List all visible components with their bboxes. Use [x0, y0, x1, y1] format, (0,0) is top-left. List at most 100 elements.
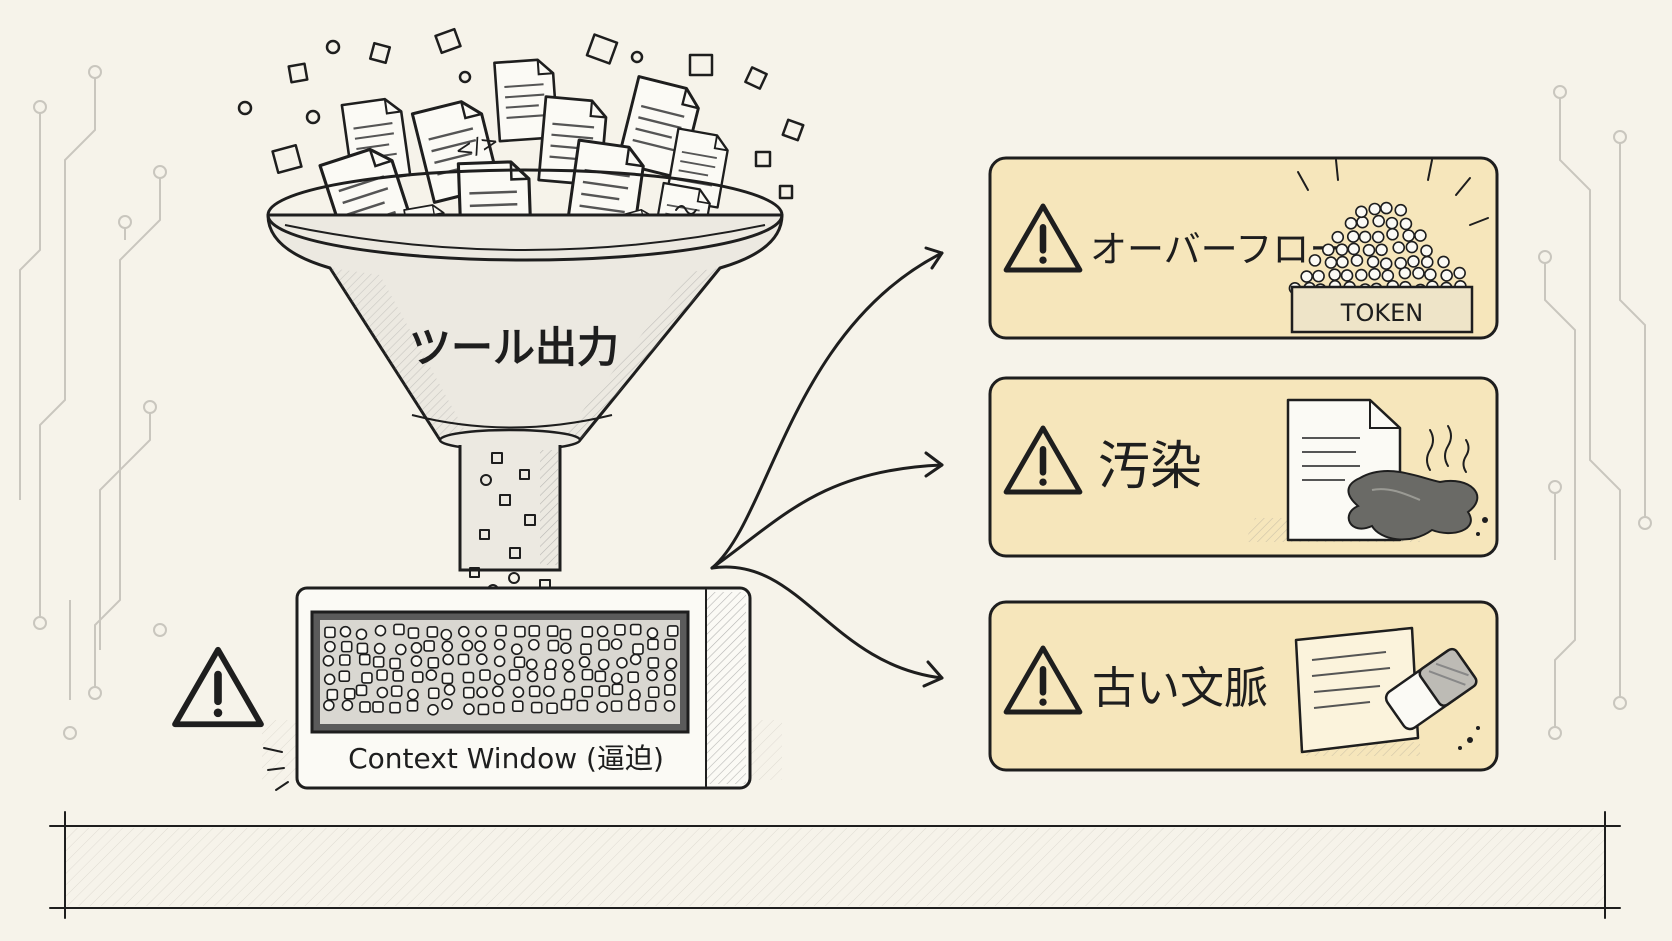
token-particle [508, 669, 521, 681]
token-particle [476, 686, 488, 699]
token-particle [647, 686, 660, 699]
token-pile-particle [1362, 243, 1376, 257]
token-particle [393, 623, 405, 636]
token-particle [614, 624, 626, 636]
token-particle [442, 653, 454, 666]
token-pile-particle [1368, 267, 1381, 281]
token-particle [580, 643, 592, 656]
token-pile-particle [1312, 269, 1325, 283]
token-particle [663, 700, 676, 712]
token-particle [528, 685, 541, 698]
token-particle [545, 658, 557, 671]
token-pile-particle [1328, 268, 1341, 281]
token-particle [355, 628, 368, 641]
token-particle [426, 626, 439, 638]
risk-label-stale-context: 古い文脈 [1092, 663, 1268, 714]
token-particle [560, 642, 572, 655]
token-particle [644, 700, 657, 712]
token-particle [528, 625, 541, 637]
token-pile-particle [1335, 243, 1349, 256]
token-particle [372, 656, 385, 668]
branch-arrows [710, 246, 944, 688]
token-particle [581, 668, 594, 681]
token-particle [457, 653, 470, 666]
token-particle [358, 653, 371, 666]
token-particle [598, 685, 611, 697]
token-particle [441, 640, 454, 653]
context-window: Context Window (逼迫) [262, 586, 782, 791]
token-pile-particle [1344, 217, 1358, 230]
token-pile-particle [1356, 215, 1369, 229]
token-particle [576, 699, 589, 712]
token-particle [526, 670, 539, 683]
token-particle [491, 685, 504, 698]
token-particle [610, 672, 623, 685]
token-pile-particle [1381, 269, 1395, 282]
token-pile-particle [1392, 241, 1406, 254]
token-particle [324, 640, 336, 653]
token-pile-particle [1321, 243, 1335, 257]
token-particle [629, 623, 642, 636]
token-particle [411, 671, 424, 683]
token-particle [441, 698, 453, 710]
token-overflow-illustration: TOKEN [1288, 159, 1489, 334]
token-particle [647, 638, 659, 651]
token-particle [356, 642, 369, 655]
token-particle [629, 689, 641, 701]
token-particle [462, 686, 475, 699]
token-particle [594, 670, 607, 683]
token-pile-particle [1346, 230, 1360, 243]
token-particle [374, 624, 387, 637]
circuit-decoration-right [1538, 85, 1652, 740]
token-pile-particle [1386, 227, 1399, 241]
circuit-decoration-left [19, 65, 167, 740]
token-pile-particle [1380, 201, 1393, 215]
token-particle [392, 670, 404, 682]
token-pile-particle [1375, 243, 1388, 257]
token-particle [665, 657, 678, 670]
token-pile-particle [1340, 269, 1354, 282]
token-particle [578, 656, 591, 668]
token-particle [343, 688, 356, 700]
token-particles [322, 623, 679, 716]
token-particle [477, 703, 490, 716]
token-particle [389, 701, 401, 714]
bottom-rail [49, 811, 1621, 919]
token-pile-particle [1412, 266, 1425, 280]
token-particle [474, 640, 486, 652]
token-particle [425, 669, 438, 681]
token-pile-particle [1379, 257, 1393, 270]
strain-marks [263, 747, 289, 791]
token-particle [355, 684, 368, 697]
token-particle [410, 655, 423, 667]
token-particle [339, 625, 352, 638]
context-window-warning-icon [175, 650, 261, 725]
token-particle [664, 638, 676, 651]
token-particle [616, 657, 628, 669]
token-particle [361, 672, 373, 684]
token-pile-particle [1420, 244, 1433, 258]
token-pile-particle [1371, 230, 1385, 244]
note-with-eraser-illustration [1294, 626, 1480, 756]
token-particle [510, 643, 523, 656]
token-pile-particle [1394, 256, 1407, 270]
token-particle [427, 687, 440, 700]
token-particle [476, 653, 488, 665]
token-particle [390, 685, 403, 697]
token-particle [563, 688, 576, 701]
token-particle [462, 671, 475, 684]
token-particle [598, 639, 610, 651]
token-particle [493, 701, 505, 714]
token-particle [627, 671, 639, 684]
token-particle [493, 673, 506, 686]
token-particle [326, 688, 339, 701]
token-particle [406, 700, 419, 712]
token-pile-particle [1420, 255, 1434, 269]
token-particle [596, 701, 608, 713]
token-particle [596, 625, 609, 638]
token-particle [340, 640, 353, 653]
falling-particles [469, 452, 551, 596]
arrow-to-contamination [710, 463, 944, 570]
token-pile-particle [1414, 229, 1427, 242]
